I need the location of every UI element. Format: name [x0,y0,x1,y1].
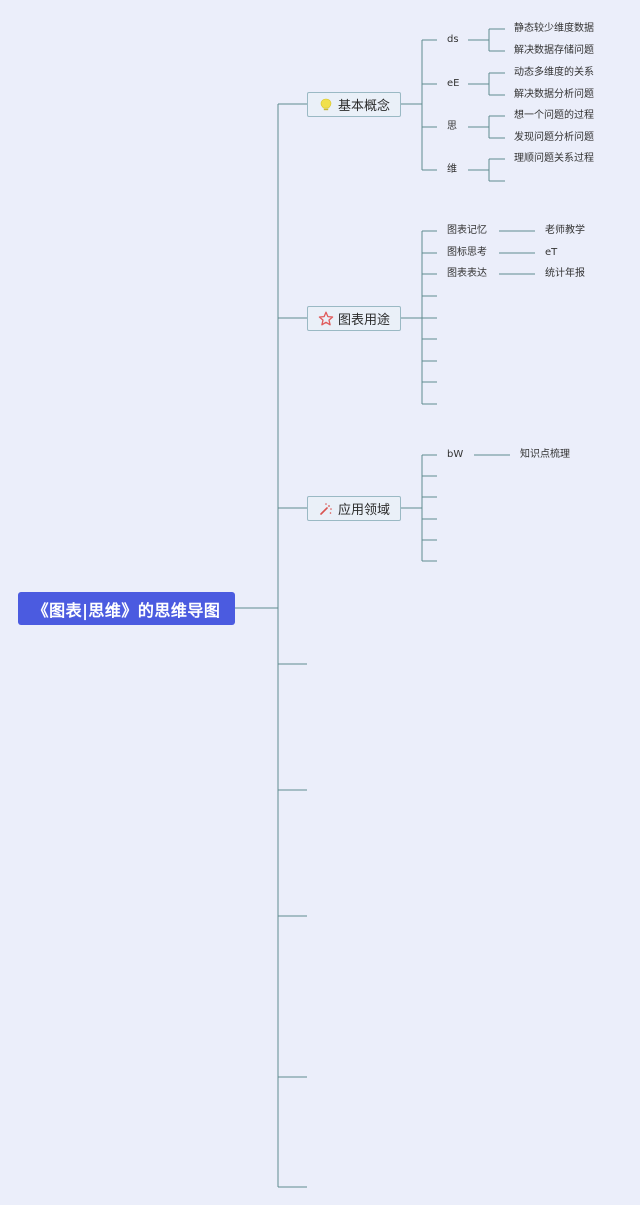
group-label-ds: ds [447,34,459,45]
pair-value: 知识点梳理 [520,449,570,460]
leaf-item: 解决数据存储问题 [514,45,594,56]
group-label-wei: 维 [447,164,457,175]
branch-basic-concepts[interactable]: 基本概念 [307,92,401,117]
leaf-item: 发现问题分析问题 [514,132,594,143]
pair-label: 图表记忆 [447,225,487,236]
star-icon [318,311,334,327]
pair-value: 统计年报 [545,268,585,279]
leaf-item: 想一个问题的过程 [514,110,594,121]
group-label-si: 思 [447,121,457,132]
leaf-item: 动态多维度的关系 [514,67,594,78]
branch-label: 应用领域 [337,503,390,518]
lightbulb-icon [318,97,334,113]
branch-chart-usage[interactable]: 图表用途 [307,306,401,331]
pair-label: bW [447,449,464,460]
root-topic[interactable]: 《图表|思维》的思维导图 [18,592,235,625]
leaf-item: 静态较少维度数据 [514,23,594,34]
pair-value: eT [545,247,558,258]
leaf-item: 解决数据分析问题 [514,89,594,100]
branch-label: 基本概念 [337,99,390,114]
pair-label: 图表表达 [447,268,487,279]
pair-label: 图标思考 [447,247,487,258]
magic-wand-icon [318,501,334,517]
pair-value: 老师教学 [545,225,585,236]
group-label-ee: eE [447,78,460,89]
leaf-item: 理顺问题关系过程 [514,153,594,164]
branch-application-areas[interactable]: 应用领域 [307,496,401,521]
branch-label: 图表用途 [337,313,390,328]
